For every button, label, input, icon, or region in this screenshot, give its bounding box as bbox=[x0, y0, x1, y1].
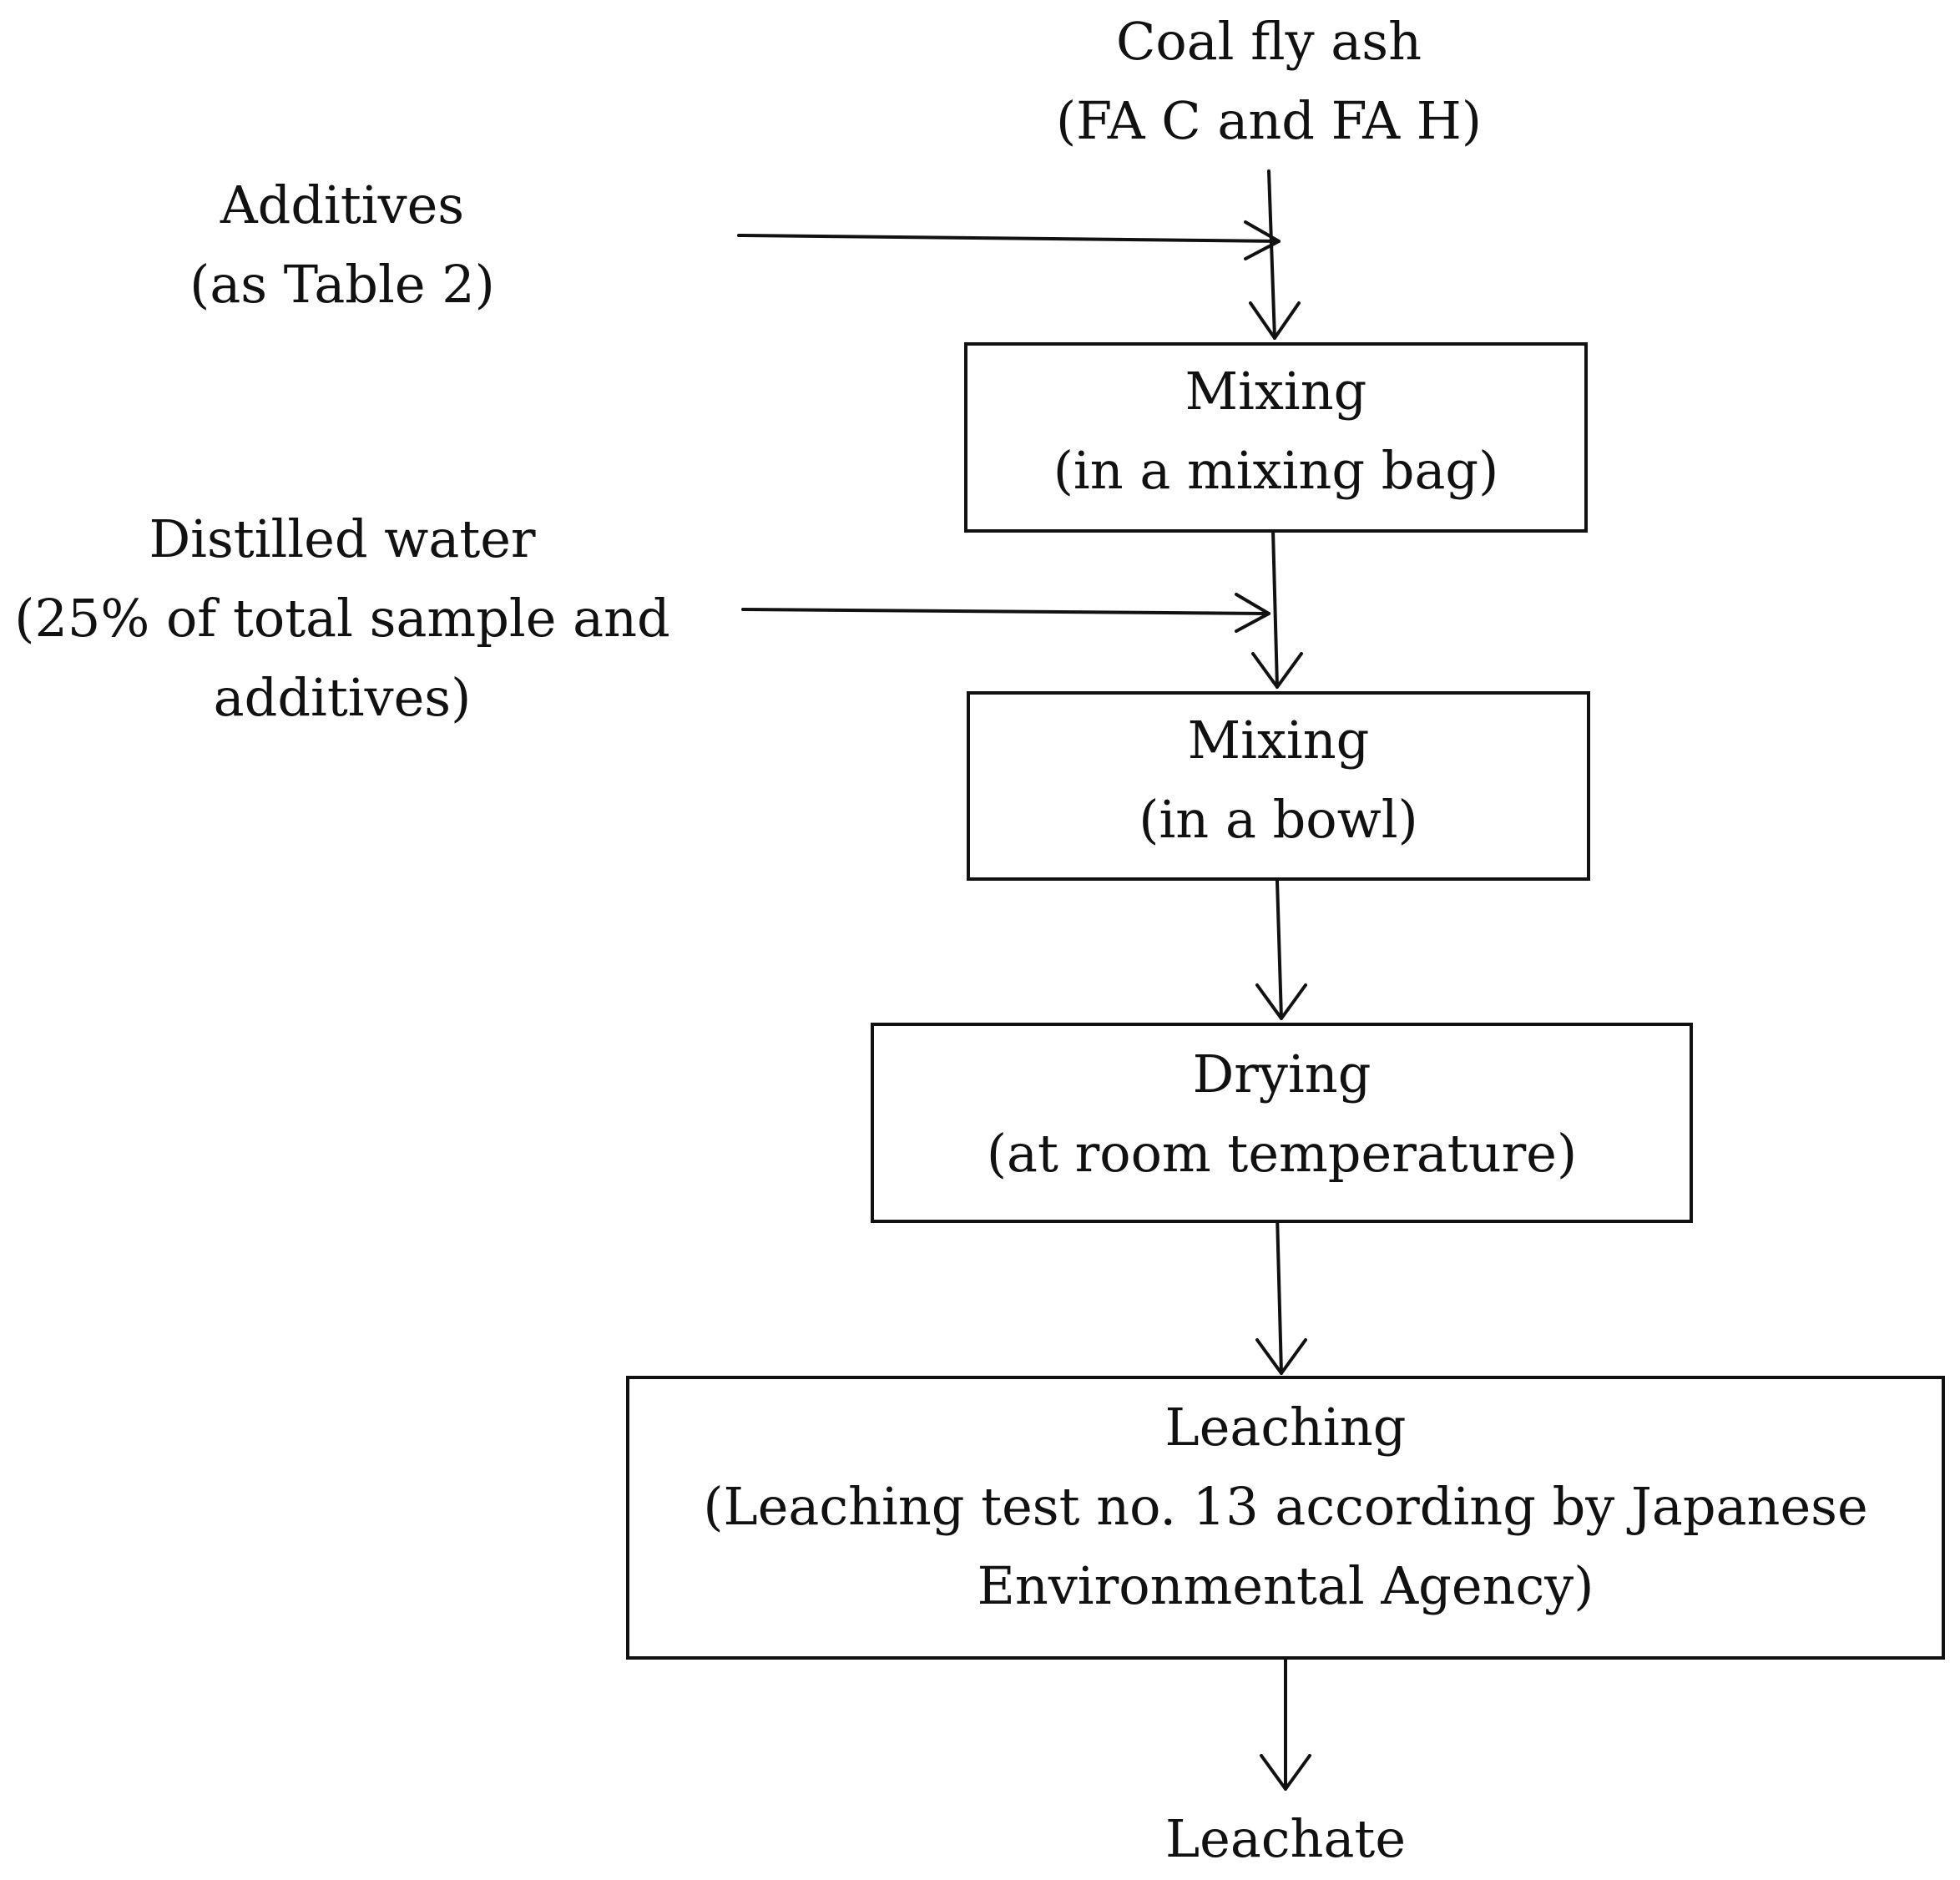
arrow-mixing2-to-drying bbox=[1276, 879, 1283, 1020]
arrowhead-additives bbox=[1244, 220, 1281, 260]
step-drying-title: Drying bbox=[1192, 1044, 1371, 1104]
step-leaching-title: Leaching bbox=[1164, 1397, 1407, 1458]
step-drying-box: Drying (at room temperature) bbox=[871, 1023, 1693, 1223]
step-mixing-bowl-detail: (in a bowl) bbox=[1139, 789, 1418, 850]
input-additives-detail: (as Table 2) bbox=[189, 254, 495, 315]
arrow-water bbox=[741, 608, 1270, 615]
step-mixing-bowl-title: Mixing bbox=[1187, 710, 1370, 771]
input-additives-title: Additives bbox=[220, 174, 465, 235]
arrow-flyash-to-mixing bbox=[1267, 169, 1276, 340]
input-distilled-water-detail-2: additives) bbox=[213, 667, 472, 728]
arrowhead-mixing2 bbox=[1251, 652, 1303, 689]
step-leaching-detail-1: (Leaching test no. 13 according by Japan… bbox=[703, 1476, 1868, 1537]
arrowhead-water bbox=[1235, 593, 1270, 633]
arrowhead-leaching bbox=[1255, 1338, 1307, 1375]
input-distilled-water: Distilled water (25% of total sample and… bbox=[0, 499, 684, 737]
arrowhead-leachate bbox=[1260, 1754, 1311, 1791]
step-mixing-bag-detail: (in a mixing bag) bbox=[1053, 440, 1499, 501]
input-coal-fly-ash-detail: (FA C and FA H) bbox=[1055, 90, 1483, 151]
input-coal-fly-ash-title: Coal fly ash bbox=[1115, 11, 1422, 72]
arrow-additives bbox=[737, 234, 1281, 243]
step-mixing-bag-box: Mixing (in a mixing bag) bbox=[964, 342, 1588, 533]
arrow-drying-to-leaching bbox=[1276, 1213, 1283, 1375]
arrow-mixing1-to-mixing2 bbox=[1271, 528, 1279, 689]
output-leachate: Leachate bbox=[1077, 1799, 1494, 1878]
input-distilled-water-detail-1: (25% of total sample and bbox=[14, 588, 670, 649]
step-drying-detail: (at room temperature) bbox=[986, 1123, 1578, 1184]
input-distilled-water-title: Distilled water bbox=[149, 508, 536, 569]
input-coal-fly-ash: Coal fly ash (FA C and FA H) bbox=[1018, 2, 1519, 160]
step-leaching-box: Leaching (Leaching test no. 13 according… bbox=[626, 1376, 1945, 1660]
arrowhead-drying bbox=[1255, 983, 1307, 1020]
arrowhead-flyash bbox=[1249, 301, 1301, 340]
step-mixing-bag-title: Mixing bbox=[1185, 361, 1367, 422]
step-mixing-bowl-box: Mixing (in a bowl) bbox=[967, 691, 1590, 881]
step-leaching-detail-2: Environmental Agency) bbox=[977, 1555, 1594, 1616]
input-additives: Additives (as Table 2) bbox=[92, 165, 593, 324]
output-leachate-label: Leachate bbox=[1164, 1808, 1407, 1869]
